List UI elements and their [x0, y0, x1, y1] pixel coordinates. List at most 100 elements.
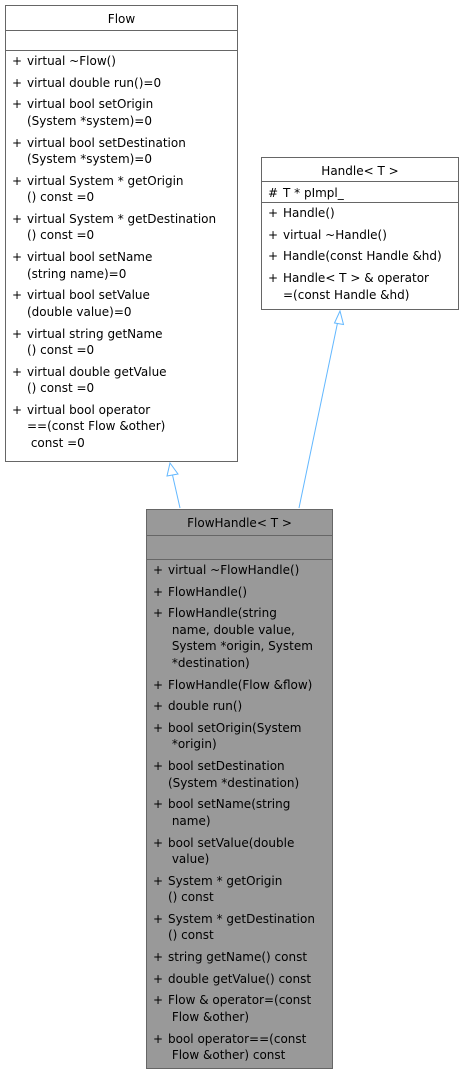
visibility-marker: + — [153, 993, 164, 1008]
visibility-marker: + — [153, 606, 164, 621]
member-signature: Handle(const Handle &hd) — [283, 249, 442, 264]
member-row: + virtual ~Handle() — [268, 227, 458, 244]
hollow-arrowhead-icon — [333, 309, 345, 326]
member-signature: System * getOrigin () const — [168, 873, 283, 905]
member-signature: bool operator==(const Flow &other) const — [168, 1031, 307, 1063]
attributes-section — [6, 31, 237, 51]
visibility-marker: + — [153, 911, 164, 926]
member-signature: bool setDestination (System *destination… — [168, 759, 300, 790]
visibility-marker: + — [268, 206, 279, 220]
member-signature: double getValue() const — [168, 971, 312, 986]
member-signature: virtual bool setName (string name)=0 — [27, 250, 153, 281]
member-row: + Flow & operator=(const Flow &other) — [153, 992, 332, 1025]
class-flowhandle[interactable]: FlowHandle< T > + virtual ~FlowHandle() + F… — [146, 509, 333, 1069]
visibility-marker: + — [268, 271, 279, 286]
member-signature: FlowHandle() — [168, 584, 248, 599]
member-signature: bool setName(string name) — [168, 797, 291, 828]
member-signature: FlowHandle(string name, double value, Sy… — [168, 606, 313, 670]
visibility-marker: + — [153, 797, 164, 812]
member-row: + virtual bool setDestination (System *sy… — [12, 135, 237, 168]
member-signature: virtual System * getOrigin () const =0 — [27, 173, 184, 205]
member-signature: virtual string getName () const =0 — [27, 326, 163, 358]
attributes-section — [147, 536, 332, 560]
member-signature: T * pImpl_ — [283, 186, 344, 200]
member-row: + bool setOrigin(System *origin) — [153, 720, 332, 753]
visibility-marker: + — [153, 563, 164, 577]
member-row: + bool setName(string name) — [153, 796, 332, 829]
member-signature: bool setValue(double value) — [168, 835, 295, 867]
member-signature: virtual ~Flow() — [27, 54, 116, 68]
member-signature: string getName() const — [168, 950, 308, 965]
member-signature: virtual ~FlowHandle() — [168, 563, 300, 577]
member-signature: Handle< T > & operator =(const Handle &h… — [283, 271, 429, 302]
member-row: + virtual bool setName (string name)=0 — [12, 249, 237, 282]
visibility-marker: + — [153, 699, 164, 714]
methods-section: + virtual ~FlowHandle() + FlowHandle() + Flow… — [147, 560, 332, 1064]
member-row: + bool operator==(const Flow &other) cons… — [153, 1031, 332, 1064]
visibility-marker: + — [153, 677, 164, 692]
edge-flowhandle-to-handle — [298, 309, 345, 509]
class-handle[interactable]: Handle< T > #T * pImpl_ +Handle()+virtua… — [261, 157, 459, 310]
visibility-marker: + — [12, 288, 23, 303]
member-row: + System * getDestination () const — [153, 911, 332, 944]
member-row: + virtual double run()=0 — [12, 75, 237, 92]
visibility-marker: + — [153, 759, 164, 774]
member-row: + bool setValue(double value) — [153, 835, 332, 868]
member-signature: virtual double getValue () const =0 — [27, 364, 167, 396]
visibility-marker: + — [12, 211, 23, 226]
member-row: + System * getOrigin () const — [153, 873, 332, 906]
member-row: + virtual ~Flow() — [12, 53, 237, 70]
visibility-marker: + — [153, 584, 164, 599]
visibility-marker: + — [153, 971, 164, 986]
member-row: # T * pImpl_ — [268, 185, 458, 202]
member-row: + double getValue() const — [153, 971, 332, 988]
member-row: +virtual bool setValue (double value)=0 — [12, 287, 237, 320]
visibility-marker: + — [153, 873, 164, 888]
member-row: + virtual string getName () const =0 — [12, 326, 237, 359]
member-signature: virtual bool setDestination (System *sys… — [27, 135, 186, 167]
member-signature: System * getDestination () const — [168, 911, 315, 943]
member-row: + virtual System * getDestination () cons… — [12, 211, 237, 244]
visibility-marker: + — [153, 950, 164, 965]
member-row: + FlowHandle() — [153, 584, 332, 601]
class-title: FlowHandle< T > — [147, 510, 332, 536]
visibility-marker: + — [12, 54, 23, 68]
member-row: + virtual System * getOrigin () const =0 — [12, 173, 237, 206]
visibility-marker: + — [12, 326, 23, 341]
attributes-section: # T * pImpl_ — [262, 182, 458, 203]
visibility-marker: + — [268, 249, 279, 264]
member-signature: virtual bool operator ==(const Flow &oth… — [27, 402, 166, 450]
member-signature: FlowHandle(Flow &flow) — [168, 677, 313, 692]
member-row: + bool setDestination (System *destinatio… — [153, 758, 332, 791]
visibility-marker: + — [12, 402, 23, 417]
visibility-marker: + — [153, 720, 164, 735]
edge-line — [298, 322, 338, 509]
visibility-marker: + — [12, 75, 23, 90]
visibility-marker: + — [153, 835, 164, 850]
member-signature: virtual ~Handle() — [283, 227, 387, 242]
class-title: Handle< T > — [262, 158, 458, 182]
visibility-marker: + — [12, 135, 23, 150]
member-row: + Handle< T > & operator =(const Handle &… — [268, 270, 458, 303]
visibility-marker: + — [153, 1031, 164, 1046]
member-signature: double run() — [168, 699, 243, 714]
member-signature: virtual bool setOrigin (System *system)=… — [27, 97, 154, 128]
class-flow[interactable]: Flow +virtual ~Flow()+virtual double run… — [5, 5, 238, 462]
visibility-marker: + — [268, 227, 279, 242]
visibility-marker: + — [12, 173, 23, 188]
member-row: + virtual bool operator ==(const Flow &ot… — [12, 402, 237, 452]
member-row: + FlowHandle(Flow &flow) — [153, 677, 332, 694]
methods-section: +virtual ~Flow()+virtual double run()=0+… — [6, 51, 237, 451]
member-signature: Flow & operator=(const Flow &other) — [168, 993, 312, 1024]
member-row: +Handle() — [268, 205, 458, 222]
visibility-marker: + — [12, 250, 23, 265]
member-signature: virtual System * getDestination () const… — [27, 211, 217, 243]
member-row: +virtual bool setOrigin (System *system)… — [12, 96, 237, 129]
member-signature: virtual double run()=0 — [27, 75, 162, 90]
visibility-marker: # — [268, 186, 279, 200]
member-signature: bool setOrigin(System *origin) — [168, 720, 302, 752]
methods-section: +Handle()+virtual ~Handle()+Handle(const… — [262, 203, 458, 303]
member-row: + virtual ~FlowHandle() — [153, 562, 332, 579]
member-row: +virtual double getValue () const =0 — [12, 364, 237, 397]
hollow-arrowhead-icon — [166, 461, 179, 477]
